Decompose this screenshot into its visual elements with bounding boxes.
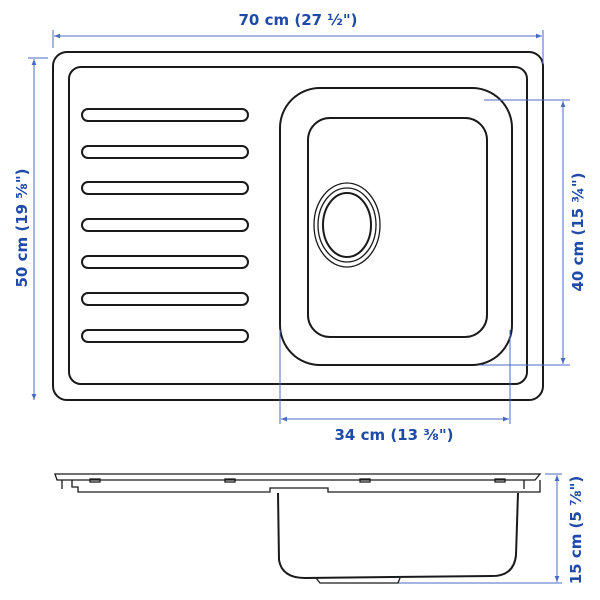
drain-slot (81, 329, 249, 343)
height-label: 15 cm (5 ⅞") (567, 476, 585, 585)
bowl-depth-label: 40 cm (15 ¾") (569, 173, 587, 292)
side-rim (54, 473, 542, 481)
drain-slot (81, 255, 249, 269)
bowl-outer (279, 87, 513, 366)
drainboard-slots (81, 108, 249, 343)
sink-outer-rim (52, 51, 544, 401)
dimension-lines (28, 30, 570, 584)
sink-inner-rim (68, 66, 528, 385)
depth-label: 50 cm (19 ⅝") (13, 169, 31, 288)
side-frame (61, 480, 541, 493)
bowl-width-label: 34 cm (13 ⅜") (335, 426, 454, 444)
top-view (52, 51, 544, 401)
drain-slot (81, 292, 249, 306)
side-view (54, 473, 542, 584)
drain-slot (81, 145, 249, 159)
drain-slot (81, 218, 249, 232)
side-clips (89, 478, 506, 483)
width-label: 70 cm (27 ½") (239, 11, 358, 29)
bowl-inner (307, 117, 488, 338)
drain-icon (313, 182, 381, 268)
side-drain (315, 577, 401, 584)
drain-slot (81, 181, 249, 195)
drain-slot (81, 108, 249, 122)
side-bowl (277, 492, 519, 580)
